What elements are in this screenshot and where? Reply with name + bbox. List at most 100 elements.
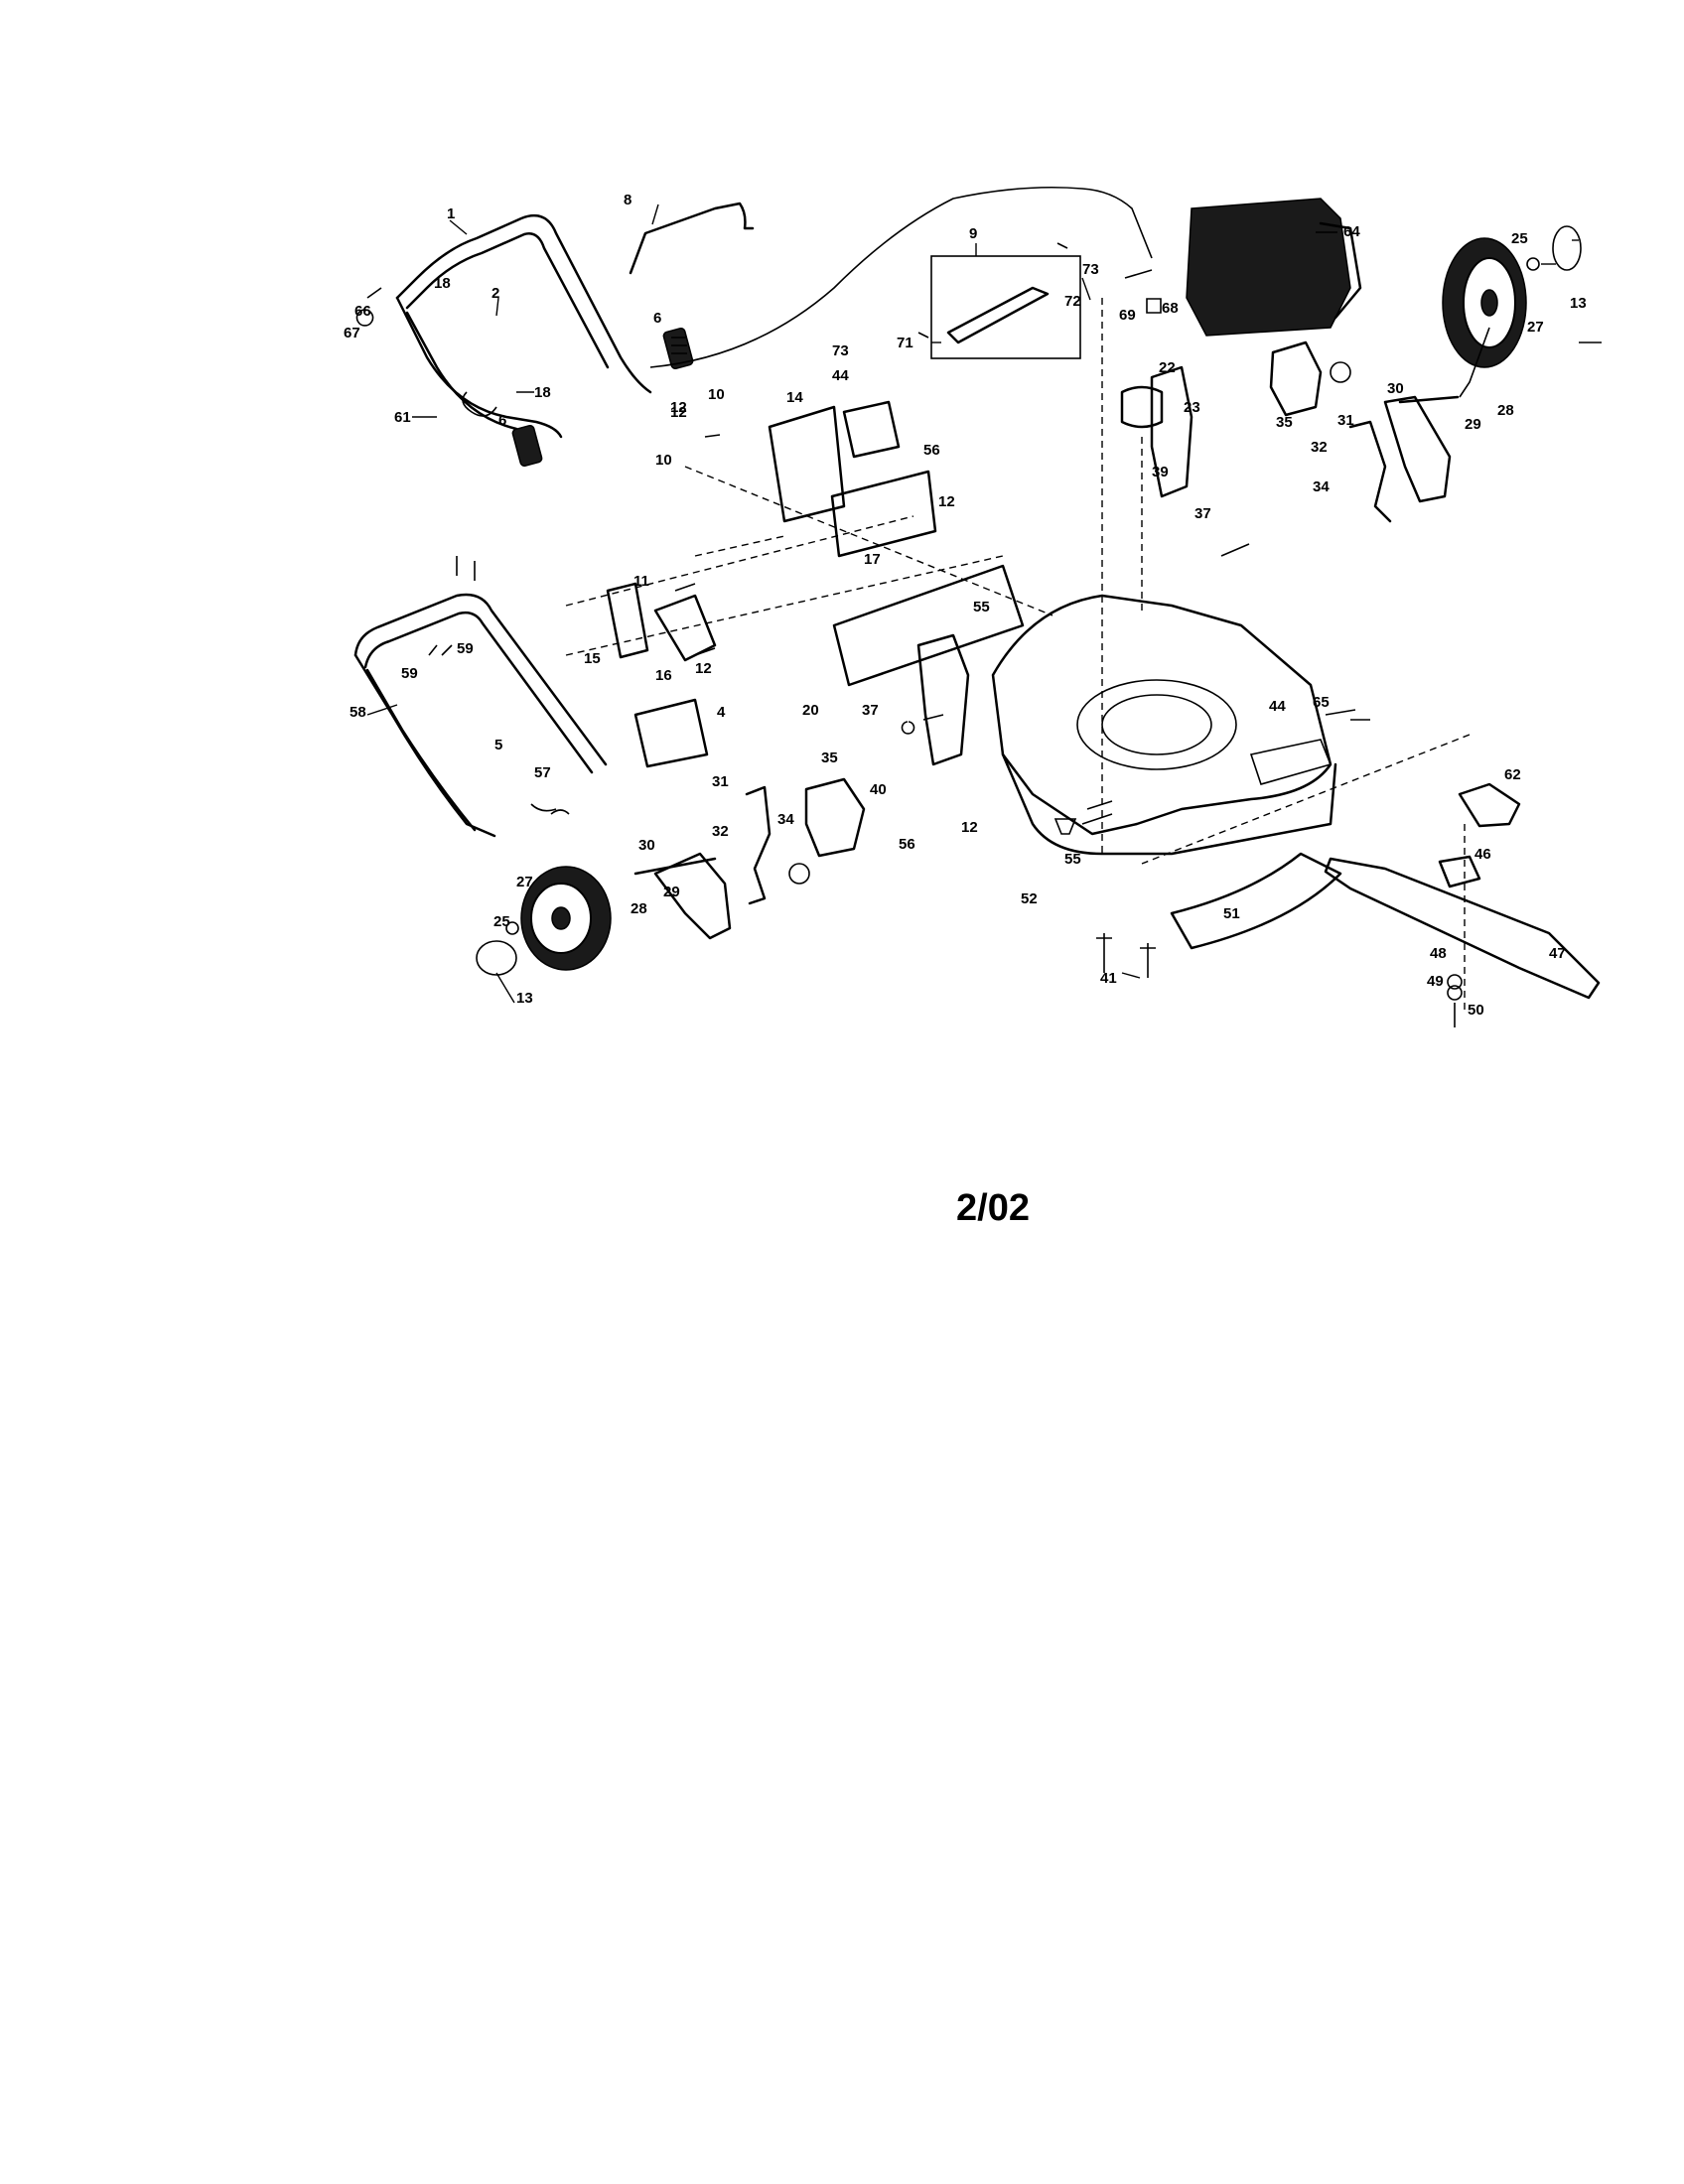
callout-44b: 44 (1269, 698, 1286, 715)
callout-65a: 65 (1313, 694, 1330, 711)
callout-73a: 73 (1082, 261, 1099, 278)
callout-20: 20 (802, 702, 819, 719)
handle-knob-lower (511, 424, 543, 468)
callout-55a: 55 (973, 599, 990, 615)
hub-cap-left (476, 940, 517, 976)
callout-59a: 59 (401, 665, 418, 682)
spacer-right (1330, 361, 1351, 383)
callout-48: 48 (1430, 945, 1447, 962)
callout-29a: 29 (1465, 416, 1481, 433)
exploded-parts-diagram: 1 2 4 5 6 6 8 9 10 10 11 12 12 12 12 12 … (344, 186, 1602, 1027)
callout-25a: 25 (1511, 230, 1528, 247)
callout-18a: 18 (434, 275, 451, 292)
callout-11: 11 (633, 573, 649, 590)
callout-40: 40 (870, 781, 887, 798)
blade (1324, 857, 1601, 1000)
mount-plate (842, 400, 901, 459)
callout-50: 50 (1468, 1002, 1484, 1019)
control-bar (629, 202, 755, 275)
callout-41: 41 (1100, 970, 1117, 987)
callout-62: 62 (1504, 766, 1521, 783)
callout-55b: 55 (1064, 851, 1081, 868)
hub-cap-right (1552, 225, 1582, 271)
callout-10a: 10 (708, 386, 725, 403)
revision-date: 2/02 (956, 1187, 1030, 1229)
callout-49: 49 (1427, 973, 1444, 990)
callout-27b: 27 (516, 874, 533, 890)
axle-bracket-left (653, 852, 732, 940)
callout-14: 14 (786, 389, 803, 406)
callout-56b: 56 (899, 836, 915, 853)
callout-22: 22 (1159, 359, 1176, 376)
callout-68: 68 (1162, 300, 1179, 317)
callout-72: 72 (1064, 293, 1081, 310)
callout-30a: 30 (1387, 380, 1404, 397)
callout-2: 2 (491, 285, 499, 302)
callout-57: 57 (534, 764, 551, 781)
wheel-bracket-right (1150, 365, 1193, 498)
hardware (355, 242, 1463, 1027)
rear-wheel-left (520, 866, 612, 971)
callout-37b: 37 (862, 702, 879, 719)
callout-56a: 56 (923, 442, 940, 459)
callout-29b: 29 (663, 884, 680, 900)
wheel-bracket-left (916, 633, 970, 766)
callout-5: 5 (494, 737, 502, 753)
bracket-left (606, 582, 649, 659)
lower-handle (353, 593, 608, 838)
axle-bracket-right (1383, 395, 1452, 503)
callout-52: 52 (1021, 890, 1038, 907)
callout-46: 46 (1474, 846, 1491, 863)
upper-handle (395, 213, 652, 439)
spacer-left (788, 863, 810, 885)
adjust-lever-right (1348, 420, 1392, 523)
nut-right (1526, 257, 1540, 271)
callout-44a: 44 (832, 367, 849, 384)
callouts: 1 2 4 5 6 6 8 9 10 10 11 12 12 12 12 12 … (344, 192, 1587, 1019)
nut-left (505, 921, 519, 935)
callout-1: 1 (447, 205, 455, 222)
callout-58: 58 (350, 704, 366, 721)
throttle-cable (649, 186, 1153, 368)
callout-13b: 13 (516, 990, 533, 1007)
callout-66: 66 (354, 303, 371, 320)
callout-9: 9 (969, 225, 977, 242)
rear-bracket (768, 405, 846, 523)
adjust-lever-left (745, 785, 772, 905)
callout-61: 61 (394, 409, 411, 426)
callout-39: 39 (1152, 464, 1169, 480)
baffle (1170, 852, 1342, 950)
blade-adapter (1438, 855, 1481, 888)
callout-31a: 31 (1337, 412, 1354, 429)
callout-17: 17 (864, 551, 881, 568)
chute-door (633, 698, 709, 768)
callout-47: 47 (1549, 945, 1566, 962)
blade-support (1458, 782, 1521, 828)
callout-28a: 28 (1497, 402, 1514, 419)
axle-right (1398, 395, 1460, 404)
engine-adapter (1120, 385, 1164, 429)
callout-16: 16 (655, 667, 672, 684)
callout-12c: 12 (695, 660, 712, 677)
callout-37a: 37 (1194, 505, 1211, 522)
callout-13a: 13 (1570, 295, 1587, 312)
rear-wheel-right (1442, 237, 1527, 368)
callout-69: 69 (1119, 307, 1136, 324)
rear-baffle (832, 564, 1025, 687)
callout-10b: 10 (655, 452, 672, 469)
callout-15: 15 (584, 650, 601, 667)
handle-knob-upper (662, 327, 694, 370)
callout-31b: 31 (712, 773, 729, 790)
callout-35a: 35 (1276, 414, 1293, 431)
callout-6a: 6 (653, 310, 661, 327)
callout-23: 23 (1184, 399, 1200, 416)
callout-71: 71 (897, 335, 913, 351)
callout-12b: 12 (938, 493, 955, 510)
engine (1186, 198, 1362, 337)
callout-4: 4 (717, 704, 726, 721)
callout-12e: 12 (670, 404, 687, 421)
callout-27a: 27 (1527, 319, 1544, 336)
axle-left (633, 857, 717, 876)
height-plate-left (804, 777, 866, 858)
callout-64: 64 (1343, 223, 1360, 240)
